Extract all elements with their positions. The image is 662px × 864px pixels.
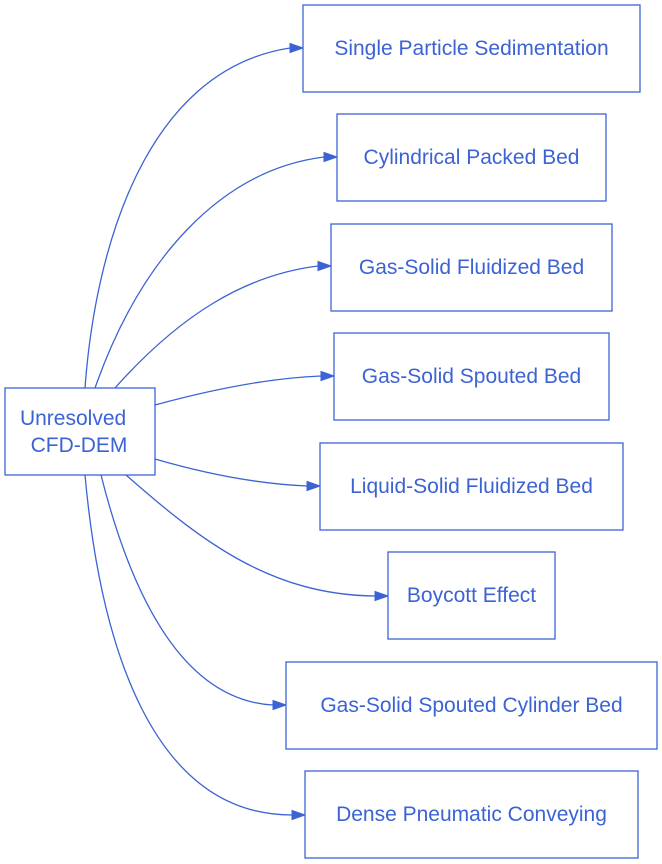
target-node-label: Cylindrical Packed Bed [364, 146, 580, 169]
root-node: Unresolved CFD-DEM [4, 387, 156, 476]
arrowhead-icon [291, 809, 307, 821]
arrowhead-icon [289, 42, 305, 54]
target-node-cylindrical-packed-bed: Cylindrical Packed Bed [336, 113, 607, 202]
connector-line [154, 375, 322, 406]
connector-line [100, 474, 274, 706]
target-node-label: Gas-Solid Spouted Bed [362, 365, 581, 388]
connector-line [125, 474, 376, 597]
target-node-box [336, 113, 607, 202]
connector-line [94, 156, 325, 389]
target-node-box [319, 442, 624, 531]
target-node-label: Liquid-Solid Fluidized Bed [350, 475, 593, 498]
arrowhead-icon [374, 590, 390, 602]
target-node-boycott-effect: Boycott Effect [387, 551, 556, 640]
target-node-liquid-solid-fluidized-bed: Liquid-Solid Fluidized Bed [319, 442, 624, 531]
target-node-box [330, 223, 613, 312]
arrowhead-icon [306, 480, 322, 492]
root-node-label: Unresolved CFD-DEM [20, 407, 132, 457]
target-node-box [304, 770, 639, 859]
connector-line [84, 474, 293, 816]
arrowhead-icon [272, 699, 288, 711]
target-node-label: Gas-Solid Spouted Cylinder Bed [320, 694, 622, 717]
target-node-label: Gas-Solid Fluidized Bed [359, 256, 584, 279]
root-node-label-line-1: Unresolved [20, 407, 126, 430]
connector-line [114, 265, 319, 389]
target-node-single-particle-sedimentation: Single Particle Sedimentation [302, 4, 641, 93]
arrowhead-icon [317, 260, 333, 272]
arrowhead-icon [323, 151, 339, 163]
connector-line [154, 458, 308, 487]
target-node-label: Boycott Effect [407, 584, 536, 607]
target-node-dense-pneumatic-conveying: Dense Pneumatic Conveying [304, 770, 639, 859]
target-node-box [302, 4, 641, 93]
connector-line [84, 47, 291, 389]
target-node-gas-solid-spouted-bed: Gas-Solid Spouted Bed [333, 332, 610, 421]
target-node-gas-solid-spouted-cylinder-bed: Gas-Solid Spouted Cylinder Bed [285, 661, 658, 750]
target-node-box [387, 551, 556, 640]
root-node-label-line-2: CFD-DEM [31, 434, 128, 457]
arrowhead-icon [320, 370, 336, 382]
target-node-box [333, 332, 610, 421]
target-node-label: Dense Pneumatic Conveying [336, 803, 607, 826]
edge-layer [84, 42, 390, 821]
target-node-box [285, 661, 658, 750]
root-node-box [4, 387, 156, 476]
target-node-gas-solid-fluidized-bed: Gas-Solid Fluidized Bed [330, 223, 613, 312]
target-node-label: Single Particle Sedimentation [334, 37, 608, 60]
